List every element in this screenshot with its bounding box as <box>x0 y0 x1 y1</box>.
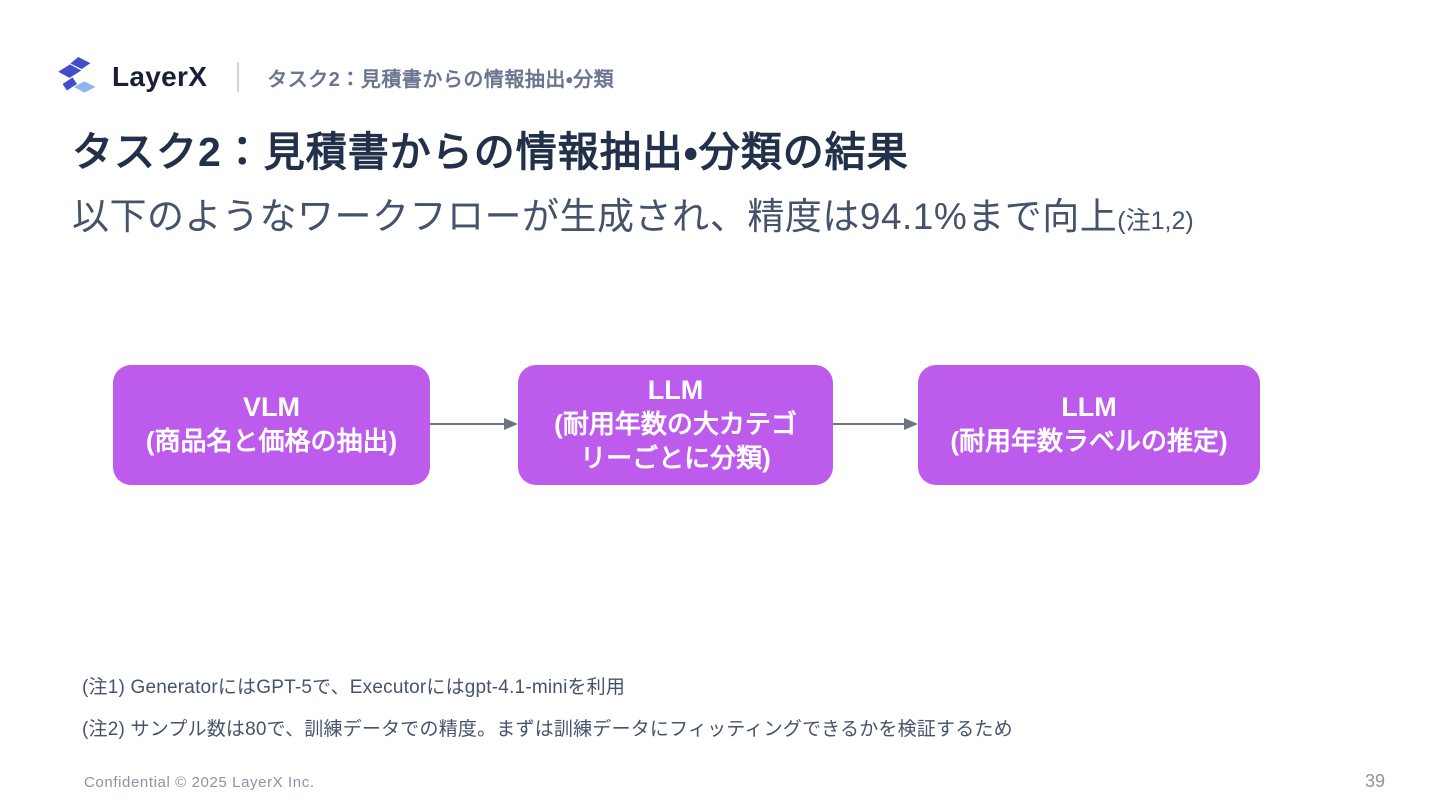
arrow-right-icon <box>430 418 518 430</box>
footnote-2: (注2) サンプル数は80で、訓練データでの精度。まずは訓練データにフィッティン… <box>82 719 1013 740</box>
workflow-node-subtitle: (耐用年数ラベルの推定) <box>950 425 1228 456</box>
page-title: タスク2：見積書からの情報抽出・分類の結果 <box>72 129 909 175</box>
subtitle-text: 以下のようなワークフローが生成され、精度は94.1%まで向上 <box>72 196 1118 237</box>
workflow-node-title: LLM <box>1061 392 1117 423</box>
subtitle-note-ref: (注1,2) <box>1117 207 1194 235</box>
arrow-right-icon <box>833 418 918 430</box>
footer-confidential: Confidential © 2025 LayerX Inc. <box>84 774 315 791</box>
header-divider <box>237 62 240 92</box>
workflow-node-subtitle: (商品名と価格の抽出) <box>145 425 398 456</box>
workflow-node-title: VLM <box>243 392 300 423</box>
workflow-node-vlm: VLM (商品名と価格の抽出) <box>113 365 430 485</box>
subtitle: 以下のようなワークフローが生成され、精度は94.1%まで向上(注1,2) <box>72 186 1194 240</box>
brand-wordmark: LayerX <box>112 61 208 92</box>
workflow-node-llm-category: LLM (耐用年数の大カテゴ リーごとに分類) <box>518 365 833 485</box>
workflow-node-title: LLM <box>647 375 704 406</box>
layerx-logo-icon <box>58 57 96 93</box>
footnote-1: (注1) GeneratorにはGPT-5で、Executorにはgpt-4.1… <box>82 677 626 698</box>
header: LayerX タスク2：見積書からの情報抽出・分類 <box>58 56 614 98</box>
header-kicker: タスク2：見積書からの情報抽出・分類 <box>267 68 615 91</box>
workflow-node-subtitle: (耐用年数の大カテゴ リーごとに分類) <box>554 409 797 473</box>
workflow-node-llm-estimate: LLM (耐用年数ラベルの推定) <box>918 365 1260 485</box>
page-number: 39 <box>1364 771 1385 791</box>
